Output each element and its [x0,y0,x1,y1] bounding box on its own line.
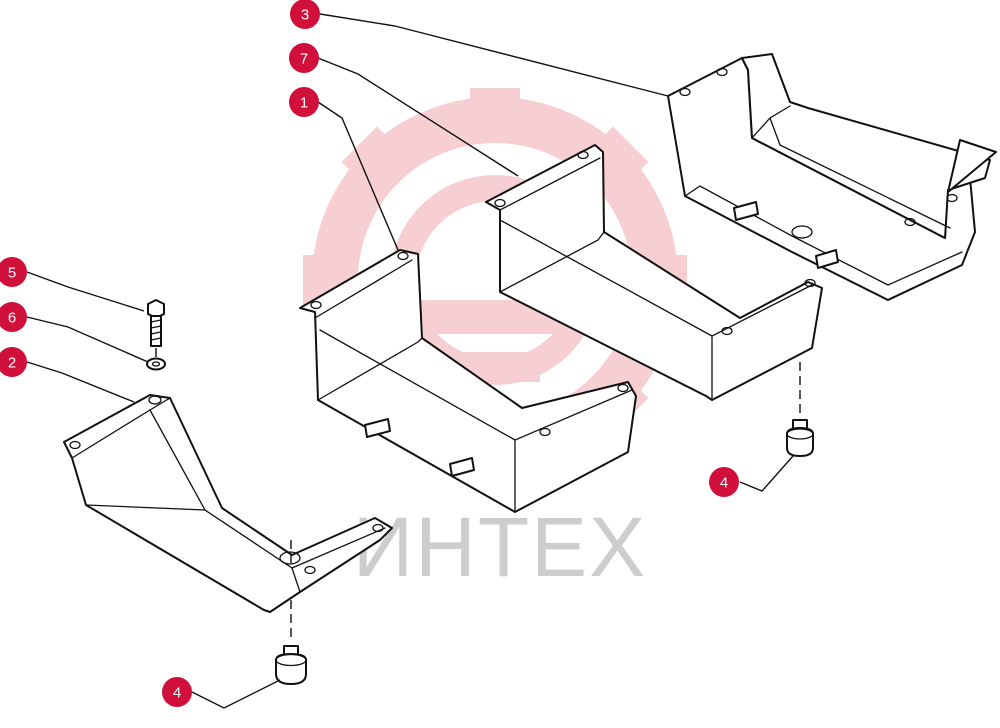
assembly-axes [155,348,801,642]
leader-lines [26,13,794,709]
part-7-middle-bracket [485,144,823,401]
watermark-text: ИНТЕХ [353,500,647,594]
part-2-lower-bracket [63,394,393,613]
callout-3: 3 [290,0,320,29]
part-4-foot-left [275,645,307,685]
part-4-foot-right [786,419,814,457]
callout-1: 1 [289,87,319,117]
svg-text:1: 1 [300,95,308,112]
callout-4-left: 4 [162,677,192,707]
callout-6: 6 [0,302,27,332]
svg-text:4: 4 [173,685,181,702]
part-5-bolt [147,299,165,347]
svg-text:6: 6 [8,310,16,327]
svg-text:2: 2 [8,355,16,372]
svg-text:3: 3 [301,7,309,24]
callout-7: 7 [289,43,319,73]
part-3-rear-tray [667,53,997,301]
callout-2: 2 [0,347,27,377]
part-6-washer [146,357,166,371]
callout-4-right: 4 [709,467,739,497]
svg-text:4: 4 [720,475,728,492]
svg-text:7: 7 [300,51,308,68]
svg-text:5: 5 [8,265,16,282]
callout-5: 5 [0,257,27,287]
part-1-front-bracket [299,249,637,513]
